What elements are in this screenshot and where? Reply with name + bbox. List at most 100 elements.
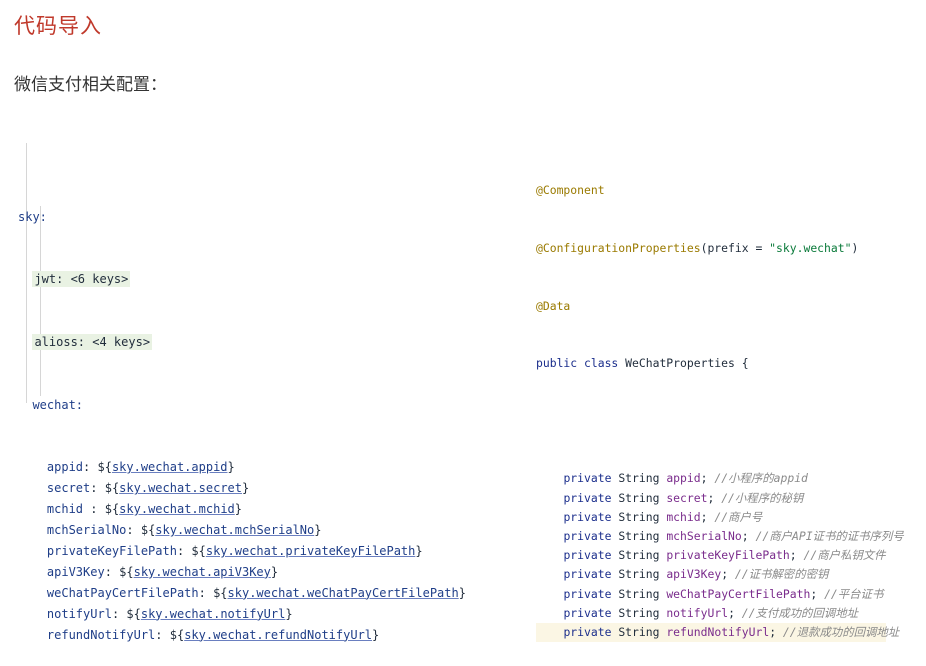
yaml-jwt-folded[interactable]: jwt: <6 keys> (32, 271, 131, 288)
indent-guide (26, 143, 27, 403)
yaml-prop-line: mchid : ${sky.wechat.mchid} (46, 502, 242, 517)
field-comment: //小程序的秘钥 (721, 490, 804, 505)
yaml-prop-key: mchSerialNo (46, 523, 127, 538)
java-field-line: private String secret; //小程序的秘钥 (563, 490, 804, 505)
field-name: weChatPayCertFilePath (666, 586, 811, 601)
class-keyword: public class (536, 356, 619, 371)
yaml-prop-ref[interactable]: sky.wechat.appid (111, 460, 228, 475)
java-field-line: private String notifyUrl; //支付成功的回调地址 (563, 605, 859, 620)
field-type: String (618, 548, 660, 563)
yaml-prop-key: secret (46, 481, 91, 496)
java-field-line: private String refundNotifyUrl; //退款成功的回… (536, 622, 899, 643)
field-comment: //商户API证书的证书序列号 (755, 528, 904, 543)
yaml-alioss-folded[interactable]: alioss: <4 keys> (32, 334, 153, 351)
field-comment: //商户号 (714, 509, 763, 524)
yaml-prop-ref[interactable]: sky.wechat.refundNotifyUrl (184, 627, 373, 642)
yaml-prop-ref[interactable]: sky.wechat.secret (119, 481, 242, 496)
yaml-prop-line: apiV3Key: ${sky.wechat.apiV3Key} (46, 564, 279, 579)
yaml-prop-key: mchid (46, 502, 84, 517)
yaml-code-block: sky: jwt: <6 keys> alioss: <4 keys> wech… (18, 123, 466, 666)
field-comment: //支付成功的回调地址 (741, 605, 859, 620)
annotation-component: @Component (536, 183, 605, 198)
yaml-prop-sep: : (126, 523, 141, 538)
java-line: @Data (536, 297, 904, 316)
yaml-prop-sep: : (111, 606, 127, 621)
field-name: secret (666, 490, 708, 505)
field-comment: //平台证书 (824, 586, 884, 601)
yaml-prop-ref[interactable]: sky.wechat.mchid (119, 502, 235, 517)
field-comment: //证书解密的密钥 (734, 567, 829, 582)
field-comment: //商户私钥文件 (803, 548, 886, 563)
yaml-wechat-props: appid: ${sky.wechat.appid} secret: ${sky… (18, 457, 466, 645)
yaml-prop-line: secret: ${sky.wechat.secret} (46, 481, 250, 496)
field-modifier: private (563, 605, 612, 620)
java-blank-line (536, 412, 904, 431)
field-comment: //小程序的appid (714, 471, 808, 486)
field-name: privateKeyFilePath (666, 548, 790, 563)
yaml-prop-line: notifyUrl: ${sky.wechat.notifyUrl} (46, 606, 293, 621)
java-field-line: private String apiV3Key; //证书解密的密钥 (563, 567, 829, 582)
field-name: appid (666, 471, 701, 486)
java-field-line: private String privateKeyFilePath; //商户私… (563, 548, 886, 563)
field-modifier: private (563, 586, 612, 601)
yaml-prop-line: refundNotifyUrl: ${sky.wechat.refundNoti… (46, 627, 380, 642)
prefix-string: "sky.wechat" (769, 241, 852, 255)
yaml-prop-ref[interactable]: sky.wechat.apiV3Key (133, 564, 271, 579)
java-field-line: private String mchSerialNo; //商户API证书的证书… (563, 528, 904, 543)
yaml-prop-key: appid (46, 460, 84, 475)
yaml-prop-ref[interactable]: sky.wechat.notifyUrl (140, 606, 286, 621)
field-type: String (618, 586, 660, 601)
page-title: 代码导入 (14, 14, 102, 38)
field-modifier: private (563, 567, 612, 582)
field-name: notifyUrl (666, 605, 729, 620)
yaml-prop-key: apiV3Key (46, 564, 105, 579)
java-line: @ConfigurationProperties(prefix = "sky.w… (536, 239, 904, 258)
page-subtitle: 微信支付相关配置： (14, 75, 167, 95)
yaml-prop-line: weChatPayCertFilePath: ${sky.wechat.weCh… (46, 585, 466, 600)
annotation-args-open: (prefix = (700, 241, 770, 255)
field-modifier: private (563, 528, 612, 543)
yaml-prop-line: appid: ${sky.wechat.appid} (46, 460, 235, 475)
yaml-prop-line: mchSerialNo: ${sky.wechat.mchSerialNo} (46, 523, 322, 538)
field-modifier: private (563, 490, 612, 505)
field-type: String (618, 471, 660, 486)
field-type: String (618, 605, 660, 620)
yaml-prop-sep: : (104, 564, 120, 579)
field-type: String (618, 624, 660, 639)
yaml-prop-sep: : (155, 627, 170, 642)
field-modifier: private (563, 509, 612, 524)
field-modifier: private (563, 471, 612, 486)
yaml-prop-key: privateKeyFilePath (46, 544, 177, 558)
yaml-line: jwt: <6 keys> (18, 269, 458, 290)
yaml-prop-key: refundNotifyUrl (46, 627, 156, 642)
yaml-prop-sep: : (176, 544, 192, 558)
field-name: mchid (666, 509, 701, 524)
yaml-prop-ref[interactable]: sky.wechat.weChatPayCertFilePath (227, 585, 459, 600)
yaml-prop-line: privateKeyFilePath: ${sky.wechat.private… (46, 544, 423, 558)
java-field-line: private String appid; //小程序的appid (563, 471, 808, 486)
java-line: public class WeChatProperties { (536, 354, 904, 373)
yaml-line: sky: (18, 207, 458, 228)
yaml-root-key: sky: (18, 209, 47, 224)
yaml-prop-ref[interactable]: sky.wechat.mchSerialNo (155, 523, 315, 538)
java-field-line: private String mchid; //商户号 (563, 509, 763, 524)
indent-guide (40, 206, 41, 396)
yaml-prop-key: notifyUrl (46, 606, 112, 621)
annotation-config-properties: @ConfigurationProperties (536, 241, 701, 255)
class-name: WeChatProperties { (618, 356, 749, 371)
field-name: apiV3Key (666, 567, 722, 582)
field-name: mchSerialNo (666, 528, 742, 543)
field-name: refundNotifyUrl (666, 624, 770, 639)
field-modifier: private (563, 548, 612, 563)
annotation-data: @Data (536, 298, 571, 313)
field-modifier: private (563, 624, 612, 639)
yaml-wechat-key: wechat: (32, 397, 84, 412)
yaml-prop-sep: : (198, 585, 214, 600)
java-code-block: @Component @ConfigurationProperties(pref… (536, 143, 904, 661)
yaml-prop-sep: : (90, 481, 105, 496)
yaml-line: alioss: <4 keys> (18, 332, 458, 353)
yaml-prop-sep: : (83, 460, 98, 475)
yaml-prop-ref[interactable]: sky.wechat.privateKeyFilePath (205, 544, 416, 558)
field-type: String (618, 509, 660, 524)
java-line: @Component (536, 181, 904, 200)
